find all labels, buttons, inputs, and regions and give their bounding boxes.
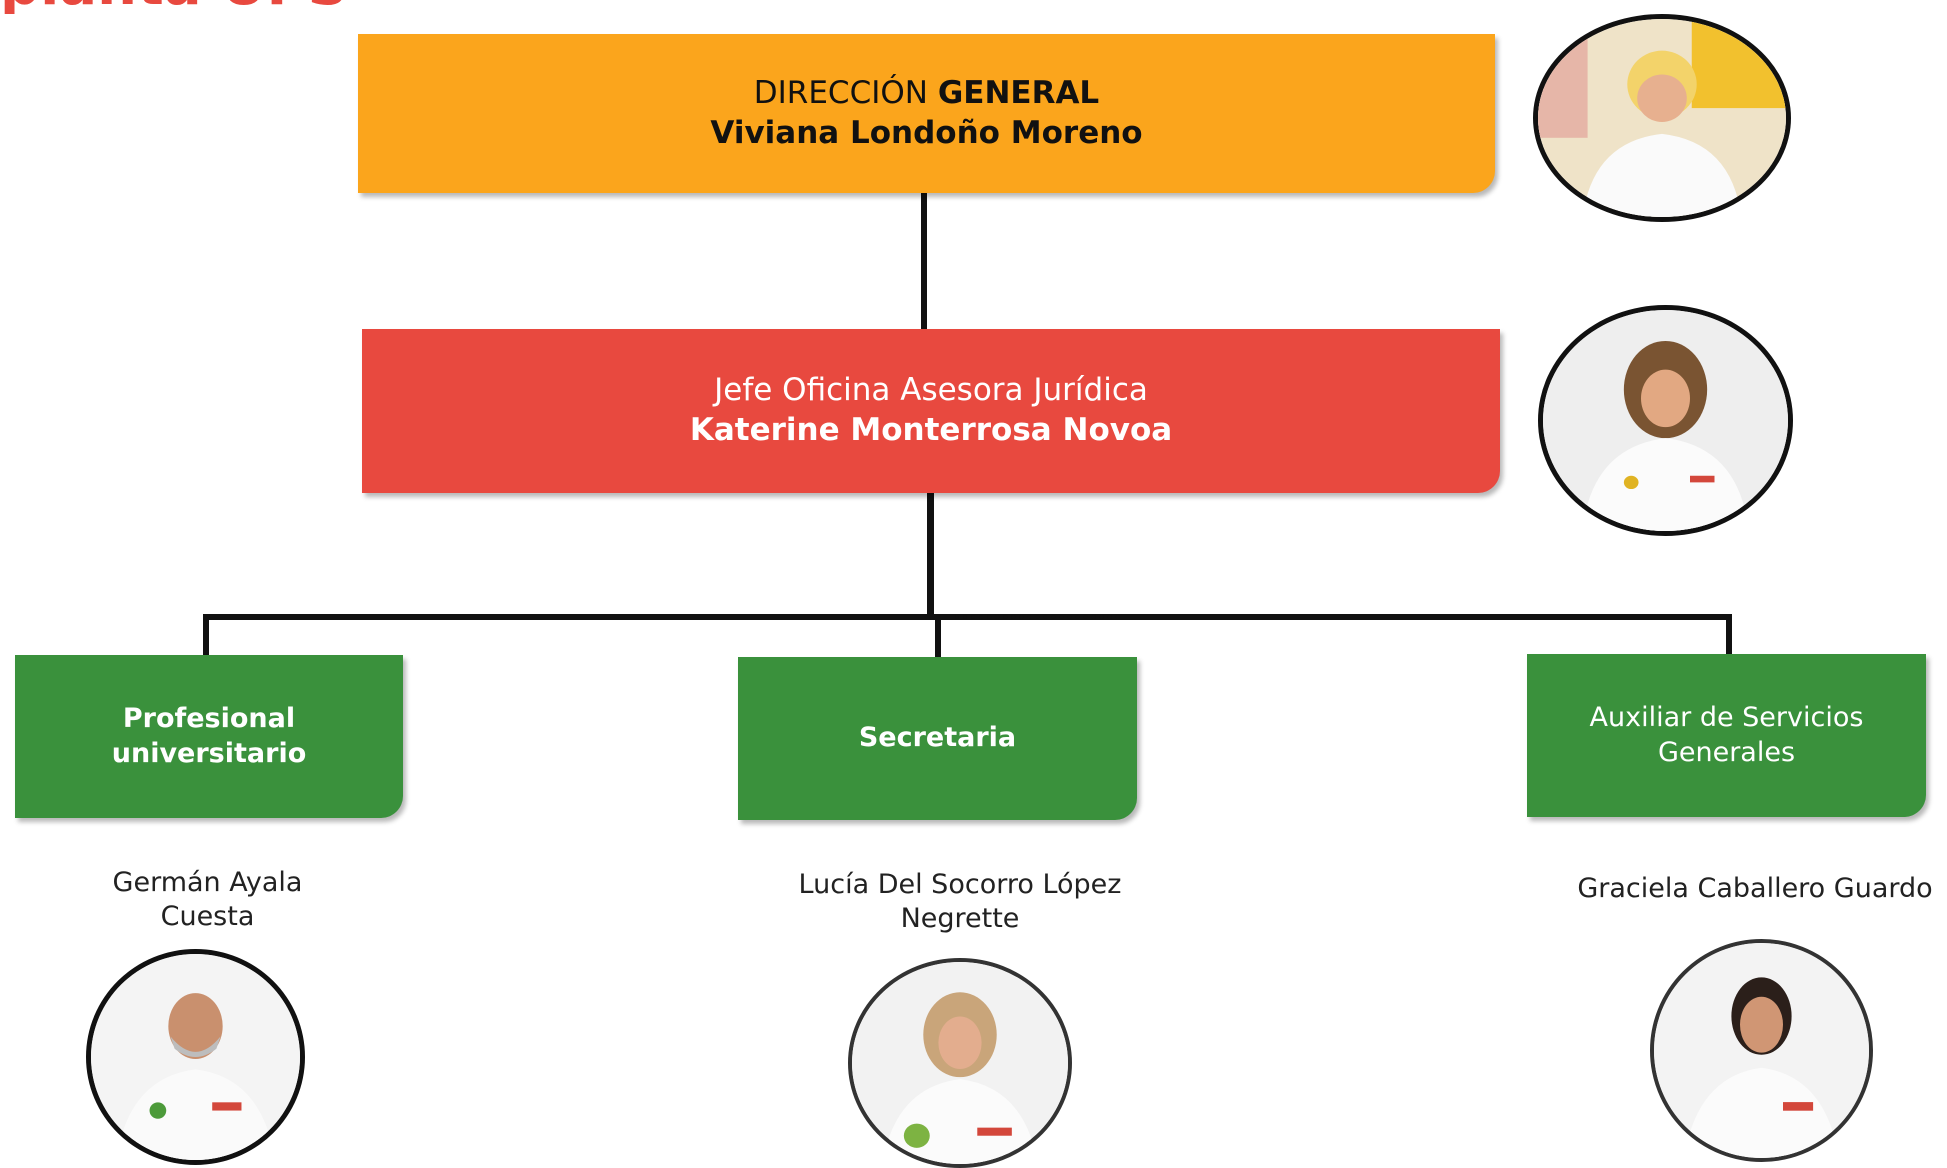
connector-dotted (955, 615, 1120, 619)
page-title-fragment: planta UPS (0, 0, 460, 14)
person-name-secretaria: Lucía Del Socorro López Negrette (798, 869, 1122, 934)
node-jefe-juridica: Jefe Oficina Asesora Jurídica Katerine M… (362, 329, 1500, 493)
node-auxiliar-servicios: Auxiliar de Servicios Generales (1527, 654, 1926, 817)
person-photo-icon (848, 958, 1072, 1168)
person-photo-icon (1533, 14, 1791, 222)
node-secretaria: Secretaria (738, 657, 1137, 820)
person-photo-icon (1650, 939, 1873, 1162)
person-name-auxiliar: Graciela Caballero Guardo (1577, 873, 1933, 904)
node-direccion-general: DIRECCIÓN GENERAL Viviana Londoño Moreno (358, 34, 1495, 193)
node-juridica-name: Katerine Monterrosa Novoa (689, 412, 1173, 448)
node-auxiliar-role-line2: Generales (1657, 736, 1796, 768)
node-profesional-universitario: Profesional universitario (15, 655, 403, 818)
node-profesional-role-line2: universitario (111, 737, 307, 769)
person-photo-icon (86, 949, 305, 1165)
node-profesional-role-line1: Profesional (122, 702, 296, 734)
node-auxiliar-role-line1: Auxiliar de Servicios (1589, 701, 1864, 733)
connector-direccion-juridica (921, 189, 927, 340)
person-photo-icon (1538, 305, 1793, 536)
node-secretaria-role: Secretaria (858, 722, 1017, 754)
connector-profesional (203, 614, 209, 658)
node-juridica-role: Jefe Oficina Asesora Jurídica (714, 372, 1148, 409)
person-name-profesional: Germán Ayala Cuesta (112, 867, 303, 932)
connector-juridica-down (927, 493, 934, 620)
node-direccion-role: DIRECCIÓN GENERAL (753, 74, 1100, 111)
connector-auxiliar (1726, 614, 1732, 656)
connector-secretaria (935, 614, 941, 660)
node-direccion-name: Viviana Londoño Moreno (710, 114, 1143, 151)
